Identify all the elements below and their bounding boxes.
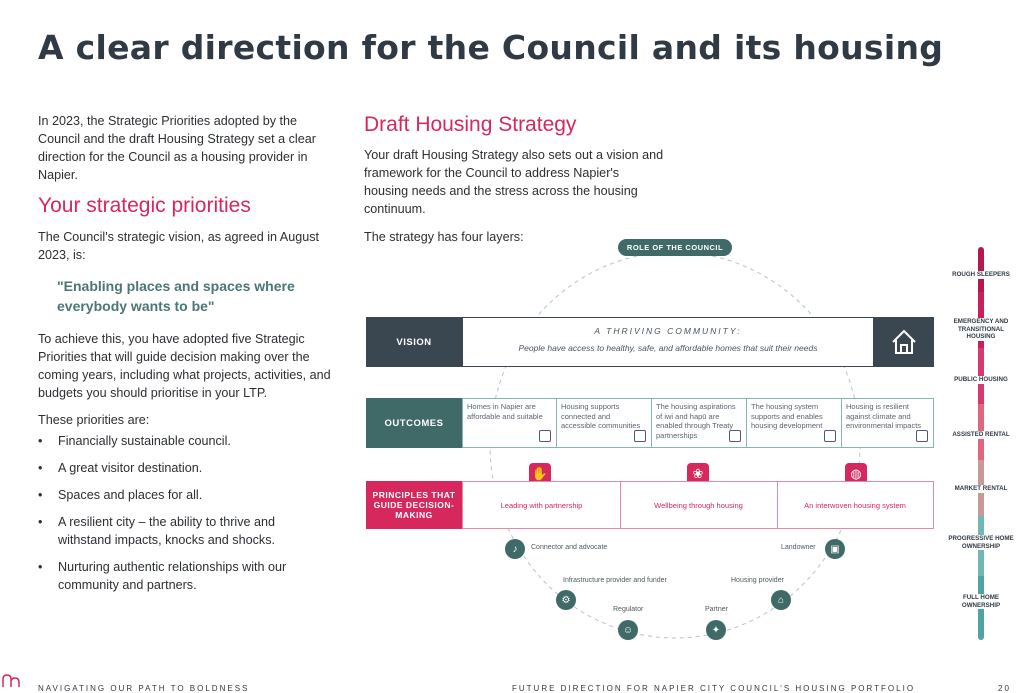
continuum-label: MARKET RENTAL — [946, 485, 1016, 493]
outcome-cell: Homes in Napier are affordable and suita… — [463, 399, 557, 447]
role-of-council-label: ROLE OF THE COUNCIL — [618, 239, 732, 256]
role-label: Infrastructure provider and funder — [563, 577, 667, 584]
regulator-icon: ☺ — [618, 620, 638, 640]
role-label: Housing provider — [731, 577, 784, 584]
community-icon — [634, 430, 646, 442]
continuum-label: FULL HOME OWNERSHIP — [946, 594, 1016, 609]
page-title: A clear direction for the Council and it… — [38, 28, 944, 67]
priorities-intro: These priorities are: — [38, 413, 150, 427]
continuum-segment — [978, 247, 984, 292]
outcome-cell: Housing is resilient against climate and… — [842, 399, 933, 447]
microphone-icon: ♪ — [505, 539, 525, 559]
role-label: Landowner — [781, 544, 816, 551]
buildings-icon — [824, 430, 836, 442]
intro-paragraph: In 2023, the Strategic Priorities adopte… — [38, 114, 316, 182]
principle-cell: Leading with partnership — [463, 482, 621, 528]
strategic-priorities-heading: Your strategic priorities — [38, 194, 251, 217]
housing-strategy-body: Your draft Housing Strategy also sets ou… — [364, 148, 664, 216]
vision-text: People have access to healthy, safe, and… — [518, 343, 818, 353]
continuum-bar — [978, 247, 984, 640]
principles-box: Leading with partnership Wellbeing throu… — [462, 481, 934, 529]
outcomes-label: OUTCOMES — [366, 398, 462, 448]
principle-cell: An interwoven housing system — [804, 500, 906, 510]
priority-item: Spaces and places for all. — [38, 486, 328, 504]
achieve-paragraph: To achieve this, you have adopted five S… — [38, 332, 331, 400]
infrastructure-icon: ⚙ — [556, 590, 576, 610]
vision-box: A THRIVING COMMUNITY: People have access… — [462, 317, 874, 367]
plus-house-icon — [539, 430, 551, 442]
role-label: Connector and advocate — [531, 544, 608, 551]
continuum-label: ROUGH SLEEPERS — [946, 271, 1016, 279]
continuum-label: PUBLIC HOUSING — [946, 376, 1016, 384]
land-icon: ▣ — [825, 539, 845, 559]
layers-intro: The strategy has four layers: — [364, 230, 524, 244]
handshake-icon — [729, 430, 741, 442]
logo-mark-icon — [2, 674, 24, 688]
principles-label: PRINCIPLES THAT GUIDE DECISION-MAKING — [366, 481, 462, 529]
vision-house-panel — [874, 317, 934, 367]
leaf-icon — [916, 430, 928, 442]
continuum-label: PROGRESSIVE HOME OWNERSHIP — [946, 535, 1016, 550]
outcome-cell: The housing aspirations of iwi and hapū … — [652, 399, 747, 447]
footer-right: FUTURE DIRECTION FOR NAPIER CITY COUNCIL… — [512, 684, 916, 693]
priority-item: A resilient city – the ability to thrive… — [38, 513, 328, 549]
role-label: Partner — [705, 606, 728, 613]
house-icon — [892, 329, 916, 354]
priority-item: Financially sustainable council. — [38, 432, 328, 450]
principle-cell: Wellbeing through housing — [620, 482, 778, 528]
role-label: Regulator — [613, 606, 644, 613]
priority-item: A great visitor destination. — [38, 459, 328, 477]
house-icon: ⌂ — [771, 590, 791, 610]
continuum-label: ASSISTED RENTAL — [946, 431, 1016, 439]
handshake-icon: ✋ — [529, 463, 551, 485]
priorities-list: Financially sustainable council. A great… — [38, 432, 328, 603]
footer-left: NAVIGATING OUR PATH TO BOLDNESS — [38, 684, 250, 693]
priority-item: Nurturing authentic relationships with o… — [38, 558, 328, 594]
lotus-icon: ❀ — [687, 463, 709, 485]
vision-intro: The Council's strategic vision, as agree… — [38, 230, 320, 262]
continuum-label: EMERGENCY AND TRANSITIONAL HOUSING — [946, 318, 1016, 341]
outcome-cell: Housing supports connected and accessibl… — [557, 399, 652, 447]
vision-title: A THRIVING COMMUNITY: — [594, 326, 742, 336]
vision-label: VISION — [366, 317, 462, 367]
page-number: 20 — [998, 684, 1011, 693]
outcome-cell: The housing system supports and enables … — [747, 399, 842, 447]
housing-strategy-heading: Draft Housing Strategy — [364, 113, 577, 136]
weave-icon: ◍ — [845, 463, 867, 485]
outcomes-box: Homes in Napier are affordable and suita… — [462, 398, 934, 448]
partner-icon: ✦ — [706, 620, 726, 640]
vision-quote: "Enabling places and spaces where everyb… — [57, 278, 295, 314]
